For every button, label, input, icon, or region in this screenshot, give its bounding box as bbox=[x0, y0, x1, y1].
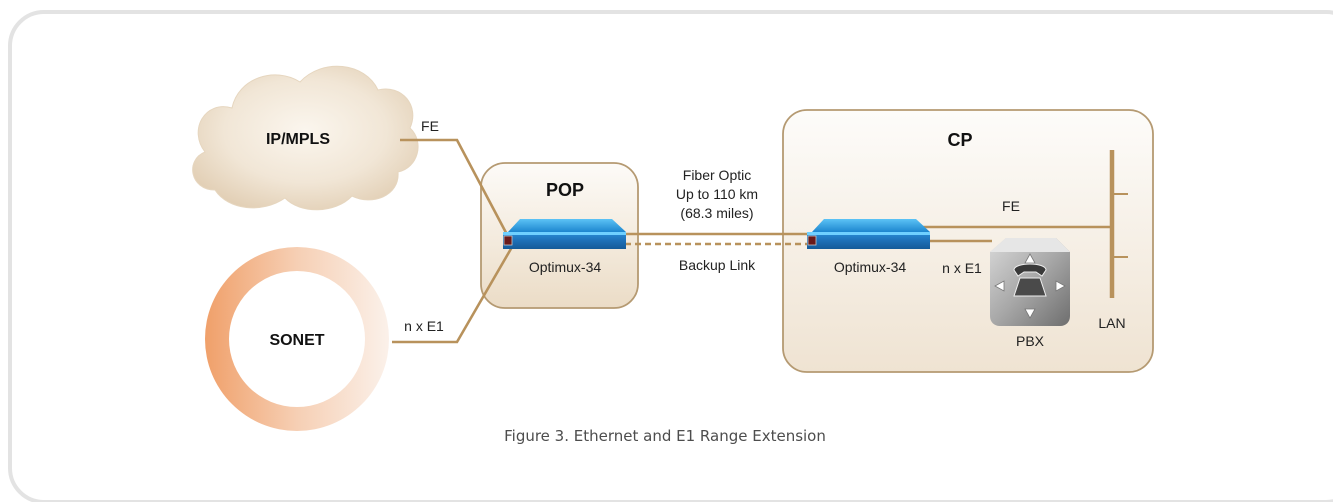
cloud-label: IP/MPLS bbox=[266, 131, 330, 148]
power-led-icon bbox=[807, 235, 817, 246]
fiber-label-line1: Fiber Optic bbox=[683, 167, 751, 183]
pop-optimux-device: Optimux-34 bbox=[503, 219, 626, 275]
ip-mpls-cloud: IP/MPLS bbox=[192, 65, 419, 211]
cp-label: CP bbox=[947, 130, 972, 150]
e1-link-label: n x E1 bbox=[404, 318, 444, 334]
pop-label: POP bbox=[546, 180, 584, 200]
cp-device-label: Optimux-34 bbox=[834, 259, 907, 275]
arrow-right-icon bbox=[1055, 280, 1066, 292]
figure-caption: Figure 3. Ethernet and E1 Range Extensio… bbox=[504, 427, 826, 445]
backup-link-label: Backup Link bbox=[679, 257, 756, 273]
pbx-device: PBX bbox=[990, 238, 1070, 349]
pbx-label: PBX bbox=[1016, 333, 1045, 349]
power-led-icon bbox=[503, 235, 513, 246]
fe-link-line bbox=[400, 138, 514, 245]
fiber-label-line3: (68.3 miles) bbox=[680, 205, 753, 221]
arrow-down-icon bbox=[1024, 308, 1036, 319]
e1-link-line bbox=[392, 246, 514, 344]
sonet-ring: SONET bbox=[205, 247, 389, 431]
telephone-icon bbox=[1013, 263, 1047, 297]
cp-e1-label: n x E1 bbox=[942, 260, 982, 276]
lan-bus: LAN bbox=[1098, 150, 1128, 331]
cp-fe-label: FE bbox=[1002, 198, 1020, 214]
fiber-label-line2: Up to 110 km bbox=[676, 186, 758, 202]
pop-device-label: Optimux-34 bbox=[529, 259, 602, 275]
arrow-up-icon bbox=[1024, 253, 1036, 264]
cp-optimux-device: Optimux-34 bbox=[807, 219, 930, 275]
lan-label: LAN bbox=[1098, 315, 1125, 331]
ring-label: SONET bbox=[269, 332, 324, 349]
arrow-left-icon bbox=[994, 280, 1005, 292]
fe-link-label: FE bbox=[421, 118, 439, 134]
links bbox=[392, 138, 1112, 344]
